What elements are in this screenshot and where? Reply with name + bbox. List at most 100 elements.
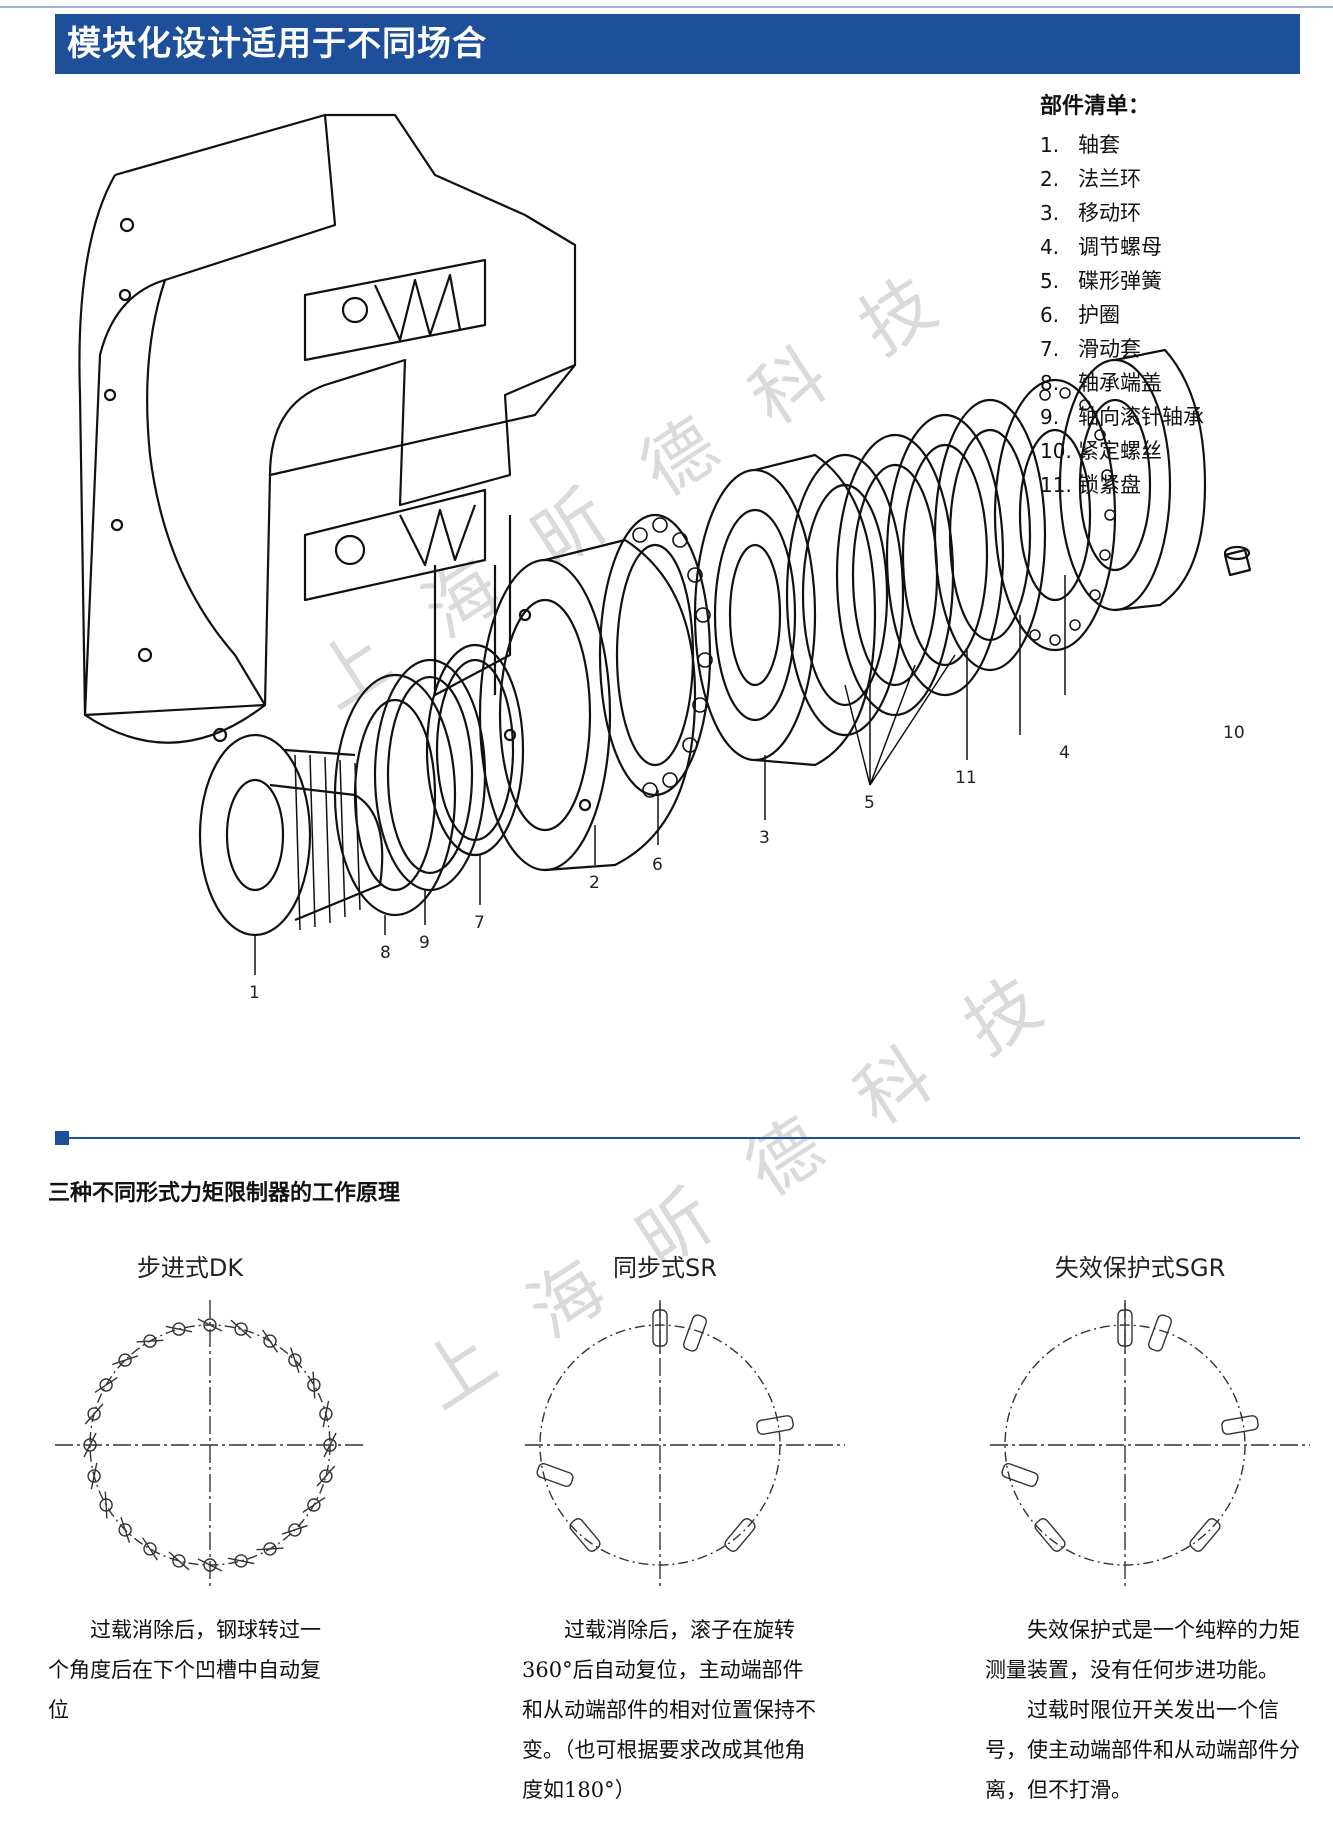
- part-3-moving-ring: [693, 453, 877, 767]
- part-name: 锁紧盘: [1078, 473, 1141, 497]
- dk-ball: [319, 1400, 333, 1428]
- part-1-hub: [198, 733, 384, 937]
- dk-ball: [302, 1497, 326, 1513]
- part-number: 10.: [1040, 439, 1072, 463]
- dk-ball: [316, 1465, 336, 1487]
- part-name: 紧定螺丝: [1078, 439, 1162, 463]
- section-marker: [55, 1131, 69, 1145]
- assembly-cutaway: [78, 113, 577, 744]
- dk-ball: [168, 1551, 190, 1571]
- exploded-view-drawing: 1 8 9 7 2 6 3 5 11 4 10: [78, 113, 1252, 1003]
- description-paragraph: 过载时限位开关发出一个信号，使主动端部件和从动端部件分离，但不打滑。: [985, 1698, 1300, 1802]
- parts-list-item: 4. 调节螺母: [1040, 230, 1320, 264]
- part-name: 移动环: [1078, 201, 1141, 225]
- description-dk: 过载消除后，钢球转过一个角度后在下个凹槽中自动复位: [48, 1610, 338, 1730]
- part-7-ring: [425, 643, 525, 857]
- description-sgr: 失效保护式是一个纯粹的力矩测量装置，没有任何步进功能。 过载时限位开关发出一个信…: [985, 1610, 1300, 1810]
- part-2-flange: [478, 538, 697, 872]
- part-name: 轴向滚针轴承: [1078, 405, 1204, 429]
- sgr-roller: [1001, 1462, 1039, 1488]
- dk-ball: [87, 1462, 101, 1490]
- callout-8: 8: [380, 943, 391, 963]
- part-number: 4.: [1040, 235, 1060, 259]
- part-6-retainer: [598, 513, 713, 798]
- callout-4: 4: [1059, 743, 1070, 763]
- description-paragraph: 过载消除后，钢球转过一个角度后在下个凹槽中自动复位: [48, 1618, 321, 1722]
- part-number: 3.: [1040, 201, 1060, 225]
- parts-list-item: 8.轴承端盖: [1040, 366, 1320, 400]
- part-5-disc-springs: [785, 398, 1047, 737]
- page-title: 模块化设计适用于不同场合: [55, 14, 1300, 74]
- dk-ball-ring: [83, 1318, 337, 1572]
- parts-list-item: 7.滑动套: [1040, 332, 1320, 366]
- description-sr: 过载消除后，滚子在旋转360°后自动复位，主动端部件和从动端部件的相对位置保持不…: [522, 1610, 817, 1810]
- sgr-roller: [1147, 1314, 1173, 1352]
- dk-ball: [307, 1371, 321, 1399]
- part-number: 2.: [1040, 167, 1060, 191]
- part-number: 7.: [1040, 337, 1060, 361]
- dk-ball: [83, 1432, 97, 1458]
- callout-10: 10: [1223, 723, 1245, 743]
- parts-list-item: 2. 法兰环: [1040, 162, 1320, 196]
- part-10-set-screw: [1223, 545, 1252, 577]
- parts-list-item: 6.护圈: [1040, 298, 1320, 332]
- part-4-adjusting-nut: [1058, 348, 1207, 612]
- callout-7: 7: [474, 913, 485, 933]
- dk-ball: [84, 1403, 104, 1425]
- callout-5: 5: [864, 793, 875, 813]
- callout-9: 9: [419, 933, 430, 953]
- column-title-sgr: 失效保护式SGR: [1054, 1254, 1226, 1282]
- dk-ball: [262, 1329, 278, 1353]
- diagram-sr: [525, 1300, 845, 1590]
- section-title: 三种不同形式力矩限制器的工作原理: [48, 1181, 401, 1206]
- dk-ball: [230, 1319, 252, 1339]
- part-name: 碟形弹簧: [1078, 269, 1162, 293]
- sr-roller: [569, 1518, 601, 1552]
- diagram-dk: [55, 1300, 365, 1590]
- description-paragraph: 失效保护式是一个纯粹的力矩测量装置，没有任何步进功能。: [985, 1618, 1300, 1682]
- top-rule: [0, 6, 1333, 8]
- part-name: 轴套: [1078, 133, 1120, 157]
- section-divider: [55, 1137, 1300, 1139]
- part-number: 8.: [1040, 371, 1060, 395]
- dk-ball: [227, 1554, 255, 1568]
- part-9-ring: [373, 658, 487, 892]
- dk-ball: [142, 1537, 158, 1561]
- dk-ball: [165, 1322, 193, 1336]
- sgr-roller: [1034, 1518, 1066, 1552]
- part-name: 护圈: [1078, 303, 1120, 327]
- part-name: 法兰环: [1078, 167, 1141, 191]
- dk-ball: [197, 1558, 223, 1572]
- sr-roller: [652, 1303, 668, 1353]
- callout-2: 2: [589, 873, 600, 893]
- part-11-lock-disc: [993, 378, 1117, 652]
- sgr-roller: [1117, 1303, 1133, 1353]
- dk-ball: [197, 1318, 223, 1332]
- parts-list-item: 9.轴向滚针轴承: [1040, 400, 1320, 434]
- sr-roller: [682, 1314, 708, 1352]
- part-number: 11.: [1040, 473, 1072, 497]
- sr-roller: [724, 1518, 756, 1552]
- dk-ball: [323, 1432, 337, 1458]
- parts-list-item: 1.轴套: [1040, 128, 1320, 162]
- parts-list-item: 5. 碟形弹簧: [1040, 264, 1320, 298]
- dk-ball: [94, 1377, 118, 1393]
- callout-3: 3: [759, 828, 770, 848]
- parts-list-item: 3. 移动环: [1040, 196, 1320, 230]
- dk-ball: [256, 1542, 284, 1556]
- sr-roller: [536, 1462, 574, 1488]
- sgr-roller: [1189, 1518, 1221, 1552]
- parts-list-item: 11.锁紧盘: [1040, 468, 1320, 502]
- sr-roller: [756, 1415, 794, 1435]
- part-8-ring: [333, 673, 457, 917]
- part-number: 5.: [1040, 269, 1060, 293]
- part-name: 调节螺母: [1078, 235, 1162, 259]
- description-paragraph: 过载消除后，滚子在旋转360°后自动复位，主动端部件和从动端部件的相对位置保持不…: [522, 1618, 816, 1802]
- column-title-sr: 同步式SR: [613, 1254, 717, 1282]
- dk-ball: [281, 1523, 308, 1537]
- callout-11: 11: [955, 768, 977, 788]
- callout-1: 1: [249, 983, 260, 1003]
- dk-ball: [99, 1491, 113, 1519]
